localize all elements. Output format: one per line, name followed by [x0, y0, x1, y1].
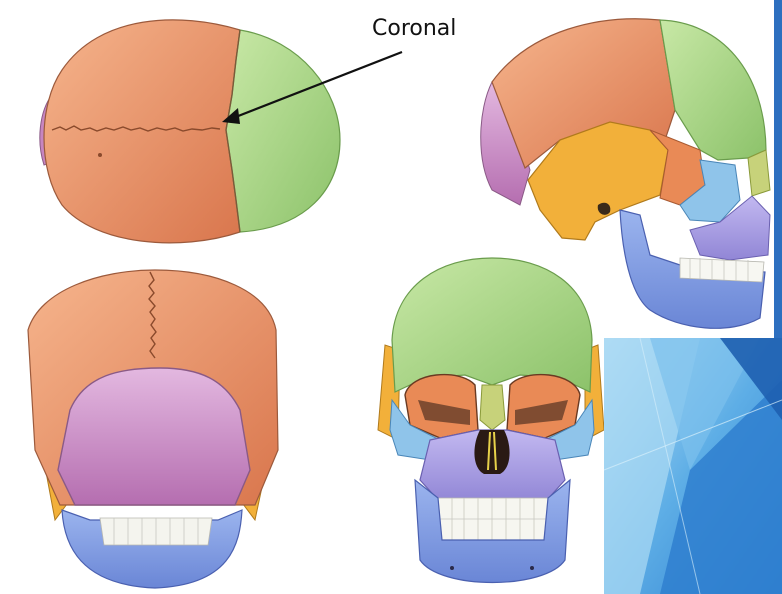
zygomatic-bone-lateral — [679, 159, 741, 223]
coronal-suture — [225, 29, 241, 233]
teeth-lateral — [679, 257, 765, 283]
frontal-bone-lateral — [659, 19, 767, 161]
decorative-blue-panel — [603, 337, 782, 594]
coronal-label: Coronal — [372, 16, 457, 41]
temporal-bone-lateral — [527, 121, 669, 241]
mandible-anterior — [414, 478, 571, 584]
anterior-view-skull — [377, 257, 605, 584]
coronal-annotation — [222, 50, 403, 124]
sagittal-suture — [51, 125, 221, 132]
nasal-aperture — [474, 430, 510, 474]
sagittal-suture-posterior — [148, 271, 157, 359]
maxilla-lateral — [689, 195, 771, 261]
ear-canal — [597, 202, 611, 215]
occipital-bone-posterior — [57, 367, 251, 506]
annotation-arrow-line — [227, 50, 403, 122]
lateral-view-skull — [480, 18, 771, 329]
nasal-bone-lateral — [747, 149, 771, 197]
frontal-bone-superior — [43, 19, 241, 244]
annotation-arrow-head — [222, 108, 240, 124]
nasal-bone-anterior — [479, 384, 506, 431]
occipital-bone-lateral — [480, 81, 531, 206]
superior-view-skull — [39, 19, 341, 244]
decorative-edge-bar — [774, 0, 782, 338]
frontal-bone-anterior — [391, 257, 593, 393]
parietal-bone-superior — [225, 29, 341, 233]
posterior-view-skull — [27, 269, 279, 589]
